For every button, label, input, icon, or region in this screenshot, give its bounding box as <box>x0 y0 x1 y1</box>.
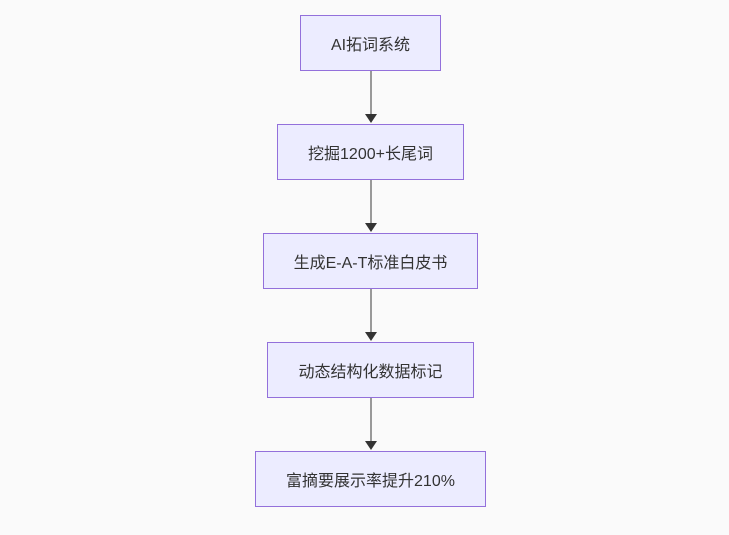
flow-node-rich-snippet-result: 富摘要展示率提升210% <box>255 451 486 507</box>
arrowhead-down-icon <box>364 332 377 341</box>
flow-node-ai-word-system: AI拓词系统 <box>299 15 442 71</box>
flowchart: AI拓词系统 挖掘1200+长尾词 生成E-A-T标准白皮书 动态结构化数据标记… <box>255 0 486 507</box>
arrowhead-down-icon <box>364 223 377 232</box>
flow-node-label: 动态结构化数据标记 <box>298 364 443 381</box>
arrowhead-down-icon <box>364 114 377 123</box>
flow-arrow <box>364 398 377 451</box>
arrow-line <box>369 180 372 224</box>
flow-node-structured-data: 动态结构化数据标记 <box>267 342 474 398</box>
flow-node-label: 生成E-A-T标准白皮书 <box>293 255 448 272</box>
flow-node-label: 富摘要展示率提升210% <box>286 473 455 490</box>
flow-node-eat-whitepaper: 生成E-A-T标准白皮书 <box>262 233 479 289</box>
flow-node-label: AI拓词系统 <box>330 37 411 54</box>
flow-node-longtail-mining: 挖掘1200+长尾词 <box>277 124 464 180</box>
arrowhead-down-icon <box>364 441 377 450</box>
flow-node-label: 挖掘1200+长尾词 <box>308 146 433 163</box>
flow-arrow <box>364 289 377 342</box>
arrow-line <box>369 289 372 333</box>
flow-arrow <box>364 180 377 233</box>
flow-arrow <box>364 71 377 124</box>
arrow-line <box>369 71 372 115</box>
arrow-line <box>369 398 372 442</box>
